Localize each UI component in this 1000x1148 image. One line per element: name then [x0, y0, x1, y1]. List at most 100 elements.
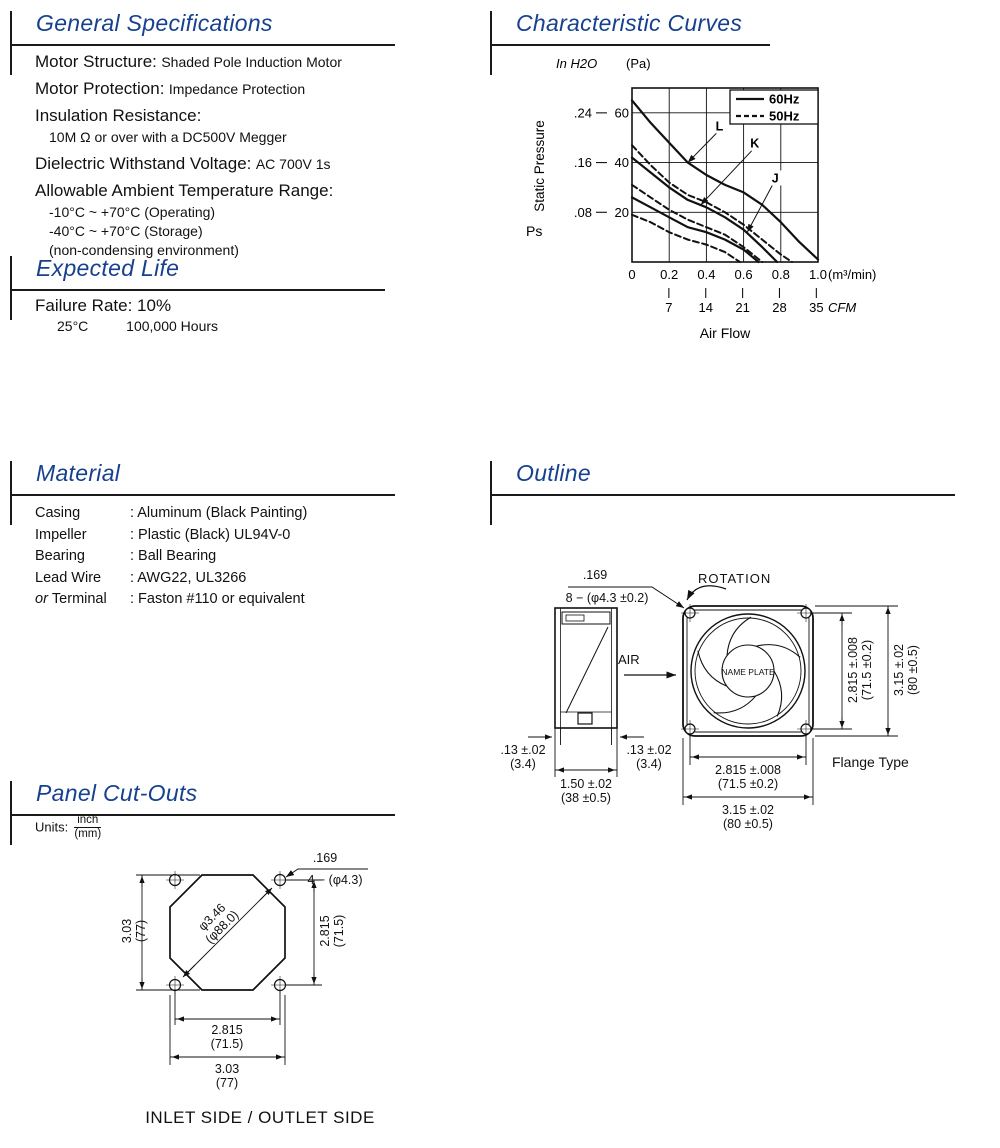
y-unit-inh2o: In H2O [556, 56, 597, 71]
section-material: Material [10, 458, 395, 525]
section-general-specifications: General Specifications [10, 8, 395, 75]
dim-flange-left: .13 ±.02 (3.4) [500, 743, 546, 771]
section-characteristic-curves: Characteristic Curves [490, 8, 770, 75]
series-K-50Hz [631, 183, 764, 263]
motor-protection-label: Motor Protection: [35, 79, 165, 98]
units-fraction: inch(mm) [74, 814, 102, 840]
x-tick: 0.8 [772, 267, 790, 282]
y-unit-pa: (Pa) [626, 56, 651, 71]
outline-hole-note: 8 − (φ4.3 ±0.2) [565, 591, 649, 605]
dim-hole-pitch-horizontal: 2.815 ±.008 (71.5 ±0.2) [715, 763, 781, 791]
panel-hole-note-inch: .169 [312, 851, 338, 865]
flange-type-label: Flange Type [832, 754, 909, 770]
motor-structure-label: Motor Structure: [35, 52, 157, 71]
legend-label-60Hz: 60Hz [769, 92, 800, 107]
air-flow-direction-label: AIR [618, 652, 640, 667]
cfm-tick: 7 [665, 300, 672, 315]
x-unit-secondary: CFM [828, 300, 856, 315]
x-unit-primary: (m³/min) [828, 267, 876, 282]
series-L-60Hz [630, 99, 820, 261]
series-J-50Hz [631, 213, 741, 263]
heading-tick [490, 461, 492, 525]
ambient-note: (non-condensing environment) [49, 242, 239, 258]
characteristic-curves-title: Characteristic Curves [490, 8, 770, 46]
material-body: Casing: Aluminum (Black Painting) Impell… [35, 503, 405, 611]
heading-tick [10, 256, 12, 320]
cfm-tick: 35 [809, 300, 823, 315]
plot-frame [631, 87, 819, 263]
failure-rate: Failure Rate: 10% [35, 296, 172, 315]
dielectric-label: Dielectric Withstand Voltage: [35, 154, 252, 173]
x-tick: 0 [628, 267, 635, 282]
section-outline: Outline [490, 458, 955, 525]
dim-frame-size-vertical: 3.15 ±.02 (80 ±0.5) [892, 643, 920, 697]
dim-panel-right: 2.815 (71.5) [318, 914, 346, 948]
dielectric-value: AC 700V 1s [255, 156, 331, 172]
y-tick-inh2o: .08 [574, 205, 592, 220]
x-tick: 0.6 [735, 267, 753, 282]
inlet-outlet-note: INLET SIDE / OUTLET SIDE [145, 1108, 375, 1127]
general-specifications-title: General Specifications [10, 8, 395, 46]
dim-flange-right: .13 ±.02 (3.4) [626, 743, 672, 771]
ambient-range-label: Allowable Ambient Temperature Range: [35, 181, 334, 200]
material-row-casing: Casing: Aluminum (Black Painting) [35, 505, 308, 521]
y-tick-pa: 60 [615, 105, 629, 120]
section-panel-cutouts: Panel Cut-Outs [10, 778, 395, 845]
material-title: Material [10, 458, 395, 496]
material-row-terminal: or Terminal: Faston #110 or equivalent [35, 591, 305, 607]
x-tick: 0.4 [697, 267, 715, 282]
y-tick-pa: 40 [615, 155, 629, 170]
rotation-label: ROTATION [698, 571, 772, 586]
cfm-tick: 28 [772, 300, 786, 315]
curve-label-L: L [716, 119, 724, 133]
general-specifications-body: Motor Structure: Shaded Pole Induction M… [35, 52, 405, 260]
dim-frame-size-horizontal: 3.15 ±.02 (80 ±0.5) [721, 803, 775, 831]
panel-dimensions [136, 868, 368, 1065]
material-row-impeller: Impeller: Plastic (Black) UL94V-0 [35, 526, 291, 543]
y-axis-label: Static Pressure [532, 120, 547, 212]
dim-panel-bottom-inner: 2.815 (71.5) [210, 1023, 244, 1051]
life-temperature: 25°C [57, 318, 89, 334]
units-note: Units:inch(mm) [35, 814, 102, 841]
outline-drawing: .169 8 − (φ4.3 ±0.2) ROTATION AIR NAME P… [490, 515, 960, 850]
fan-side-view [554, 607, 618, 729]
life-hours: 100,000 Hours [126, 318, 219, 334]
outline-dimensions [528, 605, 898, 805]
panel-cutout-svg [136, 868, 368, 1065]
curve-label-K: K [750, 137, 759, 151]
expected-life-title: Expected Life [10, 253, 385, 291]
curve-label-J: J [772, 171, 779, 185]
outline-drawing-svg [528, 585, 898, 805]
cutout-octagon [166, 871, 289, 994]
insulation-resistance-detail: 10M Ω or over with a DC500V Megger [49, 129, 287, 145]
ambient-operating: -10°C ~ +70°C (Operating) [49, 204, 216, 220]
heading-tick [10, 11, 12, 75]
outline-hole-note-inch: .169 [582, 568, 608, 582]
name-plate-label: NAME PLATE [721, 667, 775, 677]
cfm-tick: 21 [735, 300, 749, 315]
y-axis-symbol: Ps [526, 223, 542, 239]
panel-cutout-drawing: .169 4 − (φ4.3) φ3.46 (φ88.0) 3.03 (77) … [100, 845, 430, 1110]
y-tick-pa: 20 [615, 205, 629, 220]
legend-box [729, 89, 819, 125]
x-tick: 1.0 [809, 267, 827, 282]
insulation-resistance-label: Insulation Resistance: [35, 106, 202, 125]
dim-hole-pitch-vertical: 2.815 ±.008 (71.5 ±0.2) [846, 637, 874, 703]
series-L-50Hz [631, 144, 793, 263]
material-row-bearing: Bearing: Ball Bearing [35, 548, 217, 564]
ambient-storage: -40°C ~ +70°C (Storage) [49, 223, 203, 239]
cfm-tick: 14 [699, 300, 713, 315]
dim-panel-left: 3.03 (77) [120, 918, 148, 944]
material-row-lead-wire: Lead Wire: AWG22, UL3266 [35, 569, 247, 586]
series-J-60Hz [630, 196, 760, 264]
dim-depth: 1.50 ±.02 (38 ±0.5) [559, 777, 613, 805]
heading-tick [10, 461, 12, 525]
heading-tick [10, 781, 12, 845]
panel-cutouts-title: Panel Cut-Outs [10, 778, 395, 816]
dim-panel-bottom-outer: 3.03 (77) [214, 1062, 240, 1090]
outline-title: Outline [490, 458, 955, 496]
section-expected-life: Expected Life [10, 253, 385, 320]
motor-structure-value: Shaded Pole Induction Motor [161, 54, 342, 70]
